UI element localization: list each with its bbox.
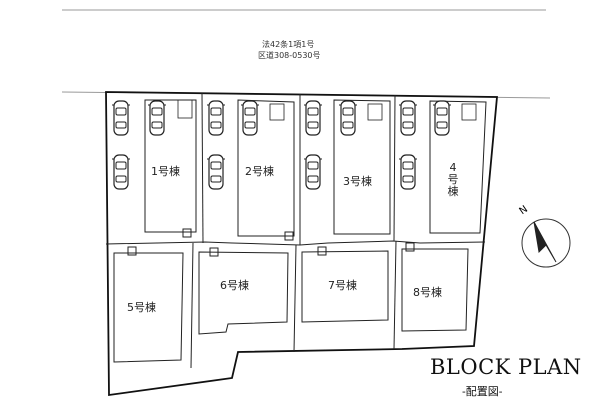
lot-label-6: 6号棟 <box>220 279 249 292</box>
lot-label-5: 5号棟 <box>127 301 156 314</box>
house-outline-7 <box>301 250 389 323</box>
road-label-line2: 区道308-0530号 <box>258 51 321 60</box>
car-icon <box>206 154 226 190</box>
site-boundary <box>105 91 498 397</box>
house-outline-8 <box>401 248 469 332</box>
entry-mark <box>284 231 294 241</box>
balcony-mark <box>269 103 285 121</box>
house-outline-3 <box>333 99 391 235</box>
lot-label-3: 3号棟 <box>343 175 372 188</box>
compass-icon <box>521 218 571 268</box>
car-icon <box>111 154 131 190</box>
entry-mark <box>405 242 415 252</box>
entry-mark <box>182 228 192 238</box>
lot-label-4: 4号棟 <box>447 161 459 198</box>
lot-label-8: 8号棟 <box>413 286 442 299</box>
house-outline-4 <box>429 100 487 234</box>
house-outline-6 <box>198 251 289 335</box>
road-label-line1: 法42条1項1号 <box>262 40 315 49</box>
lot-label-7: 7号棟 <box>328 279 357 292</box>
lot-divider <box>201 92 204 244</box>
block-plan-subtitle: -配置図- <box>462 385 503 398</box>
car-icon <box>398 100 418 136</box>
car-icon <box>147 100 167 136</box>
entry-mark <box>317 246 327 256</box>
lot-divider <box>393 94 396 242</box>
house-outline-2 <box>237 99 295 237</box>
entry-mark <box>127 246 137 256</box>
entry-mark <box>209 247 219 257</box>
car-icon <box>432 100 452 136</box>
balcony-mark <box>177 99 193 119</box>
car-icon <box>398 154 418 190</box>
car-icon <box>338 100 358 136</box>
lot-divider <box>393 240 397 350</box>
balcony-mark <box>367 103 383 121</box>
car-icon <box>303 154 323 190</box>
car-icon <box>303 100 323 136</box>
lot-divider-horizontal <box>105 240 486 246</box>
house-outline-5 <box>113 252 184 363</box>
car-icon <box>240 100 260 136</box>
car-icon <box>111 100 131 136</box>
lot-divider <box>293 244 297 353</box>
lot-label-1: 1号棟 <box>151 165 180 178</box>
block-plan-title: BLOCK PLAN <box>430 355 582 379</box>
lot-divider <box>190 242 194 369</box>
car-icon <box>206 100 226 136</box>
lot-label-2: 2号棟 <box>245 165 274 178</box>
balcony-mark <box>461 103 477 121</box>
